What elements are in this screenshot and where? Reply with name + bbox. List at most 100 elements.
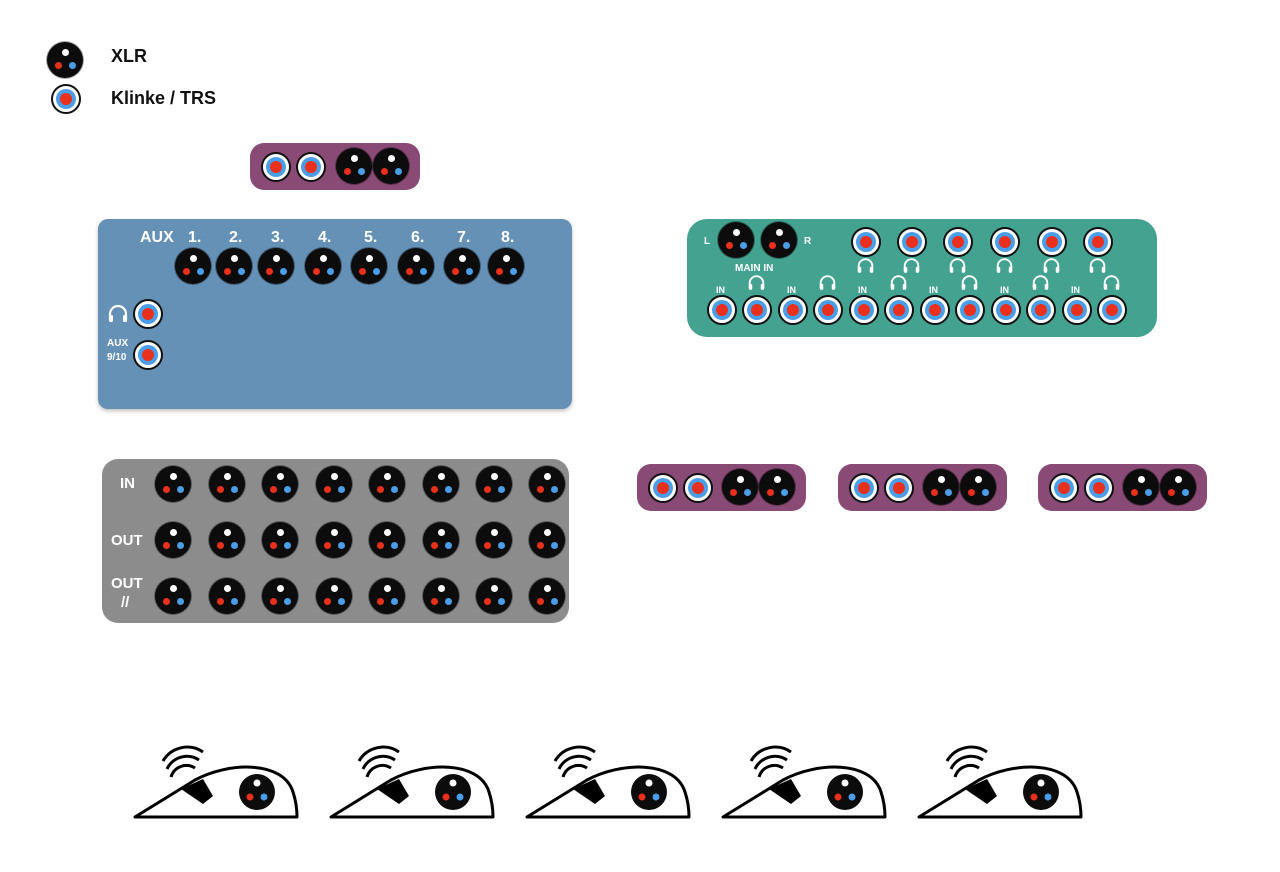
floor-monitor-icon (133, 745, 299, 819)
di-box (838, 464, 1007, 511)
main-left-label: L (704, 236, 711, 247)
stagebox-panel: IN OUT OUT // (102, 459, 569, 623)
xlr-jack (373, 148, 409, 184)
headphone-icon (890, 275, 907, 290)
headphone-icon (108, 304, 128, 322)
stagebox-xlr-jack (369, 578, 405, 614)
stagebox-xlr-jack (155, 466, 191, 502)
aux-channel-label: 2. (229, 229, 243, 246)
headphone-icon (996, 258, 1013, 273)
main-trs-jack (1083, 227, 1113, 257)
main-trs-jack (920, 295, 950, 325)
di-box (637, 464, 806, 511)
floor-monitor-icon (721, 745, 887, 819)
trs-jack (296, 152, 326, 182)
main-in-small-label: IN (716, 285, 725, 295)
main-in-label: MAIN IN (735, 263, 774, 274)
stagebox-xlr-jack (476, 578, 512, 614)
trs-jack (1049, 473, 1079, 503)
main-panel: L R MAIN IN IN IN IN IN IN IN (687, 219, 1157, 337)
stagebox-xlr-jack (316, 466, 352, 502)
floor-monitor-icon (917, 745, 1083, 819)
main-trs-jack (897, 227, 927, 257)
aux-channel-label: 5. (364, 229, 378, 246)
stagebox-xlr-jack (423, 522, 459, 558)
stagebox-xlr-jack (316, 578, 352, 614)
headphone-icon (1043, 258, 1060, 273)
legend-xlr-icon (47, 42, 83, 78)
main-trs-jack (851, 227, 881, 257)
xlr-jack (1123, 469, 1159, 505)
xlr-jack (336, 148, 372, 184)
stagebox-xlr-jack (529, 578, 565, 614)
headphone-icon (961, 275, 978, 290)
trs-jack (1084, 473, 1114, 503)
stagebox-xlr-jack (209, 522, 245, 558)
stagebox-out-par-label-2: // (121, 594, 130, 611)
floor-monitor-icon (329, 745, 495, 819)
xlr-jack (722, 469, 758, 505)
stagebox-xlr-jack (316, 522, 352, 558)
main-trs-jack (707, 295, 737, 325)
aux-channel-label: 8. (501, 229, 515, 246)
aux-910-trs-jack (133, 340, 163, 370)
aux-xlr-jack (351, 248, 387, 284)
aux-xlr-jack (216, 248, 252, 284)
headphone-icon (1089, 258, 1106, 273)
trs-jack (884, 473, 914, 503)
main-in-small-label: IN (929, 285, 938, 295)
main-trs-jack (1097, 295, 1127, 325)
stagebox-xlr-jack (476, 522, 512, 558)
legend-trs-label: Klinke / TRS (111, 88, 217, 108)
stagebox-xlr-jack (155, 578, 191, 614)
headphone-icon (903, 258, 920, 273)
floor-monitor-icon (525, 745, 691, 819)
aux-xlr-jack (398, 248, 434, 284)
stagebox-xlr-jack (155, 522, 191, 558)
xlr-jack (923, 469, 959, 505)
stagebox-xlr-jack (369, 522, 405, 558)
main-right-label: R (804, 236, 812, 247)
main-in-small-label: IN (1000, 285, 1009, 295)
main-in-small-label: IN (858, 285, 867, 295)
aux-xlr-jack (305, 248, 341, 284)
aux-panel: AUX AUX 9/10 1.2.3.4.5.6.7.8. (98, 219, 572, 409)
aux-title: AUX (140, 229, 174, 246)
main-left-xlr (718, 222, 754, 258)
legend-trs-icon (51, 84, 81, 114)
main-trs-jack (990, 227, 1020, 257)
main-trs-jack (991, 295, 1021, 325)
aux-910-label-1: AUX (107, 338, 129, 349)
stagebox-xlr-jack (369, 466, 405, 502)
main-trs-jack (1062, 295, 1092, 325)
headphone-icon (857, 258, 874, 273)
main-trs-jack (1037, 227, 1067, 257)
main-trs-jack (849, 295, 879, 325)
trs-jack (683, 473, 713, 503)
stagebox-xlr-jack (423, 466, 459, 502)
trs-jack (261, 152, 291, 182)
aux-channel-label: 3. (271, 229, 285, 246)
main-in-small-label: IN (1071, 285, 1080, 295)
main-in-small-label: IN (787, 285, 796, 295)
stagebox-xlr-jack (262, 578, 298, 614)
aux-channel-label: 6. (411, 229, 425, 246)
main-trs-jack (943, 227, 973, 257)
main-trs-jack (813, 295, 843, 325)
aux-channel-label: 4. (318, 229, 332, 246)
main-right-xlr (761, 222, 797, 258)
trs-jack (849, 473, 879, 503)
aux-910-label-2: 9/10 (107, 352, 127, 363)
stagebox-xlr-jack (209, 466, 245, 502)
stagebox-xlr-jack (262, 466, 298, 502)
aux-channel-label: 1. (188, 229, 202, 246)
headphone-icon (949, 258, 966, 273)
main-trs-jack (778, 295, 808, 325)
aux-xlr-jack (488, 248, 524, 284)
aux-xlr-jack (175, 248, 211, 284)
stagebox-xlr-jack (476, 466, 512, 502)
xlr-jack (960, 469, 996, 505)
stagebox-xlr-jack (529, 466, 565, 502)
headphone-trs-jack (133, 299, 163, 329)
stagebox-xlr-jack (209, 578, 245, 614)
